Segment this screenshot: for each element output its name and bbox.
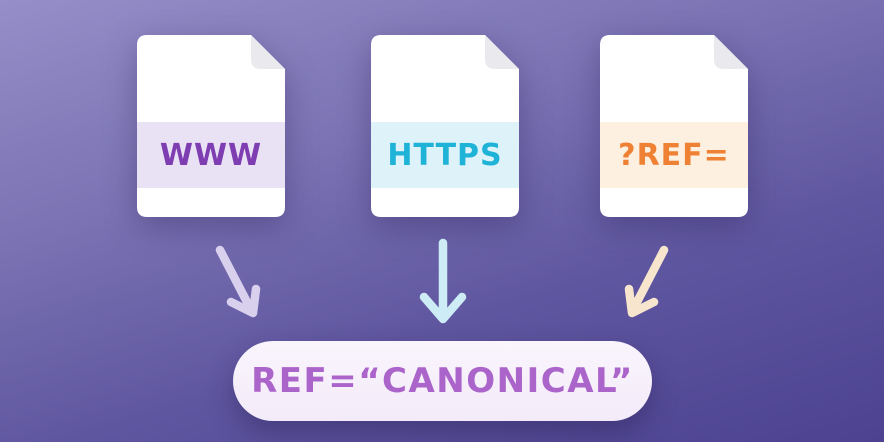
document-band — [137, 122, 285, 188]
document-icon — [137, 35, 285, 217]
down-arrow-icon — [419, 238, 467, 324]
document-label-https: HTTPS — [387, 137, 503, 173]
document-card-https: HTTPS — [371, 35, 519, 217]
folded-corner-icon — [714, 35, 748, 69]
document-card-www: WWW — [137, 35, 285, 217]
document-icon — [600, 35, 748, 217]
folded-corner-icon — [251, 35, 285, 69]
canonical-result-label: REF=“CANONICAL” — [251, 361, 634, 401]
document-band — [371, 122, 519, 188]
document-band — [600, 122, 748, 188]
folded-corner-icon — [485, 35, 519, 69]
document-label-www: WWW — [159, 137, 263, 173]
document-icon — [371, 35, 519, 217]
document-label-ref: ?REF= — [618, 137, 730, 173]
document-card-ref: ?REF= — [600, 35, 748, 217]
canonical-result-pill: REF=“CANONICAL” — [233, 341, 652, 421]
down-right-arrow-icon — [215, 245, 261, 318]
down-left-arrow-icon — [624, 245, 669, 318]
